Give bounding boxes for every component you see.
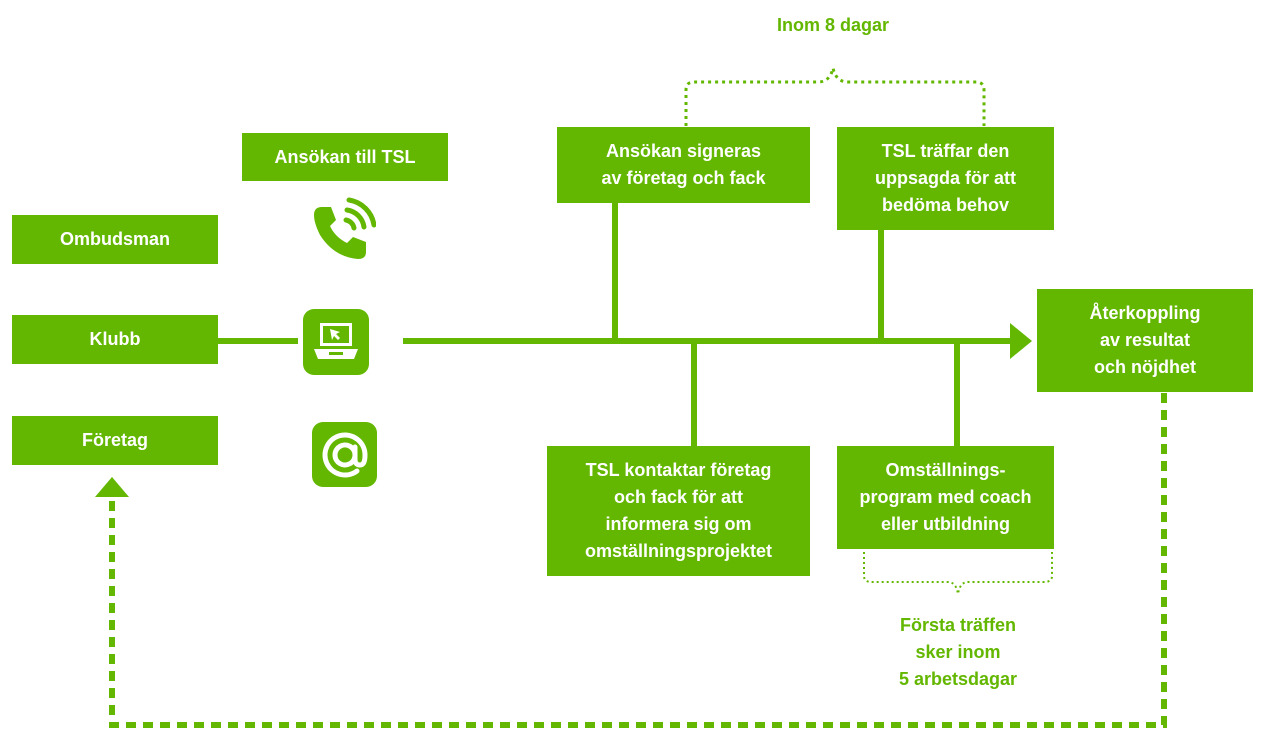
box-aterkoppling-label: Återkoppling av resultat och nöjdhet bbox=[1089, 303, 1201, 377]
box-tsl-kontaktar-label: TSL kontaktar företag och fack för att i… bbox=[584, 460, 773, 561]
brace-forsta-traffen bbox=[863, 552, 1053, 595]
note-inom-8-dagar: Inom 8 dagar bbox=[776, 15, 890, 35]
box-omstallningsprogram: Omställnings- program med coach eller ut… bbox=[837, 446, 1054, 549]
box-foretag-label: Företag bbox=[81, 430, 148, 450]
timeline-arrowhead bbox=[1010, 323, 1032, 359]
note-forsta-traffen: Första träffen sker inom 5 arbetsdagar bbox=[898, 615, 1018, 689]
box-ansokan-till-tsl-label: Ansökan till TSL bbox=[274, 146, 416, 167]
box-ombudsman-label: Ombudsman bbox=[59, 229, 170, 249]
box-klubb-label: Klubb bbox=[89, 329, 141, 349]
box-ansokan-till-tsl: Ansökan till TSL bbox=[242, 133, 448, 181]
box-tsl-traffar-label: TSL träffar den uppsagda för att bedöma … bbox=[874, 141, 1016, 215]
laptop-icon bbox=[303, 309, 369, 375]
phone-icon bbox=[306, 197, 377, 267]
box-tsl-traffar: TSL träffar den uppsagda för att bedöma … bbox=[837, 127, 1054, 230]
feedback-loop-arrowhead bbox=[95, 477, 129, 497]
box-omstallningsprogram-label: Omställnings- program med coach eller ut… bbox=[859, 460, 1032, 534]
box-foretag: Företag bbox=[12, 416, 218, 465]
at-sign-icon bbox=[312, 422, 377, 487]
box-aterkoppling: Återkoppling av resultat och nöjdhet bbox=[1037, 289, 1253, 392]
brace-inom-8-dagar bbox=[684, 67, 986, 126]
box-ansokan-signeras: Ansökan signeras av företag och fack bbox=[557, 127, 810, 203]
box-ansokan-signeras-label: Ansökan signeras av företag och fack bbox=[601, 141, 766, 188]
box-ombudsman: Ombudsman bbox=[12, 215, 218, 264]
feedback-loop-line bbox=[109, 393, 1167, 728]
box-klubb: Klubb bbox=[12, 315, 218, 364]
box-tsl-kontaktar: TSL kontaktar företag och fack för att i… bbox=[547, 446, 810, 576]
